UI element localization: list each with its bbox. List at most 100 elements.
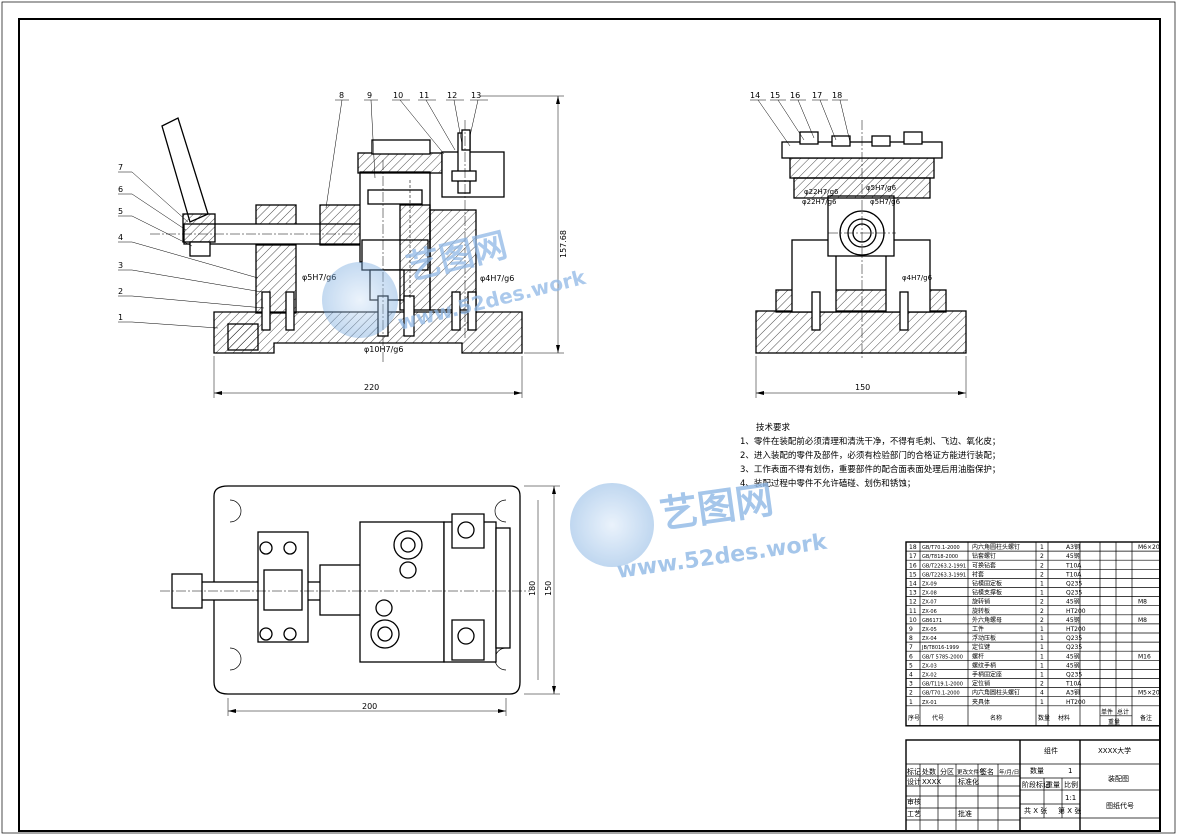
bom-material: Q235 — [1066, 672, 1082, 679]
fit-label: φ5H7/g6 — [870, 198, 901, 206]
tb-review: 审核 — [907, 797, 921, 806]
balloon-13: 13 — [471, 91, 481, 100]
bom-no: 4 — [909, 672, 913, 679]
front-balloons: 7 6 5 4 3 2 1 8 9 10 11 12 13 — [118, 91, 488, 329]
dim-front-width: 220 — [364, 383, 379, 392]
bom-material: Q235 — [1066, 581, 1082, 588]
bom-h-no: 序号 — [908, 714, 920, 722]
balloon-8: 8 — [339, 91, 344, 100]
bom-no: 15 — [909, 571, 917, 578]
bom-qty: 2 — [1040, 571, 1044, 578]
tech-req-line: 1、零件在装配前必须清理和清洗干净，不得有毛刺、飞边、氧化皮； — [740, 436, 1000, 447]
fit-label: φ22H7/g6 — [802, 198, 837, 206]
tb-count: 处数 — [922, 767, 936, 776]
bom-material: T10A — [1065, 562, 1082, 569]
bom-h-material: 材料 — [1058, 714, 1070, 722]
bom-h-total: 总计 — [1117, 708, 1129, 716]
bom-name: 浮动压板 — [972, 634, 996, 642]
bom-name: 钻套螺钉 — [972, 552, 996, 560]
bom-qty: 1 — [1040, 653, 1044, 660]
tb-type: 装配图 — [1108, 774, 1129, 783]
balloon-5: 5 — [118, 207, 123, 216]
balloon-16: 16 — [790, 91, 800, 100]
bom-code: GB/T2263.2-1991 — [922, 563, 966, 569]
tb-design: 设计 — [907, 777, 921, 786]
side-balloons: 14 15 16 17 18 — [750, 91, 851, 147]
bom-qty: 1 — [1040, 699, 1044, 706]
bom-material: HT200 — [1066, 699, 1086, 706]
technical-requirements: 技术要求 1、零件在装配前必须清理和清洗干净，不得有毛刺、飞边、氧化皮； 2、进… — [740, 422, 1000, 489]
balloon-17: 17 — [812, 91, 822, 100]
bom-h-name: 名称 — [990, 714, 1002, 722]
front-view — [150, 117, 523, 362]
tech-req-title: 技术要求 — [756, 422, 791, 433]
fit-label: φ22H7/g6 — [804, 188, 839, 196]
bom-note: M8 — [1138, 617, 1147, 624]
bom-qty: 1 — [1040, 590, 1044, 597]
tb-school: XXXX大学 — [1098, 746, 1131, 755]
bom-code: GB/T818-2000 — [922, 554, 958, 560]
dim-side-width: 150 — [855, 383, 870, 392]
watermark-brand: 艺图网 — [657, 477, 776, 536]
bom-qty: 1 — [1040, 581, 1044, 588]
bom-material: HT200 — [1066, 626, 1086, 633]
globe-icon — [322, 262, 398, 338]
bom-h-unit: 单件 — [1101, 708, 1113, 716]
tb-stage: 阶段标记 — [1022, 780, 1050, 789]
bom-qty: 2 — [1040, 562, 1044, 569]
bom-name: 螺杆 — [972, 652, 984, 660]
bom-code: ZX-07 — [922, 600, 937, 606]
bom-material: T10A — [1065, 681, 1082, 688]
bom-qty: 1 — [1040, 544, 1044, 551]
bom-name: 钻模支撑板 — [972, 589, 1002, 597]
tb-process: 工艺 — [907, 810, 921, 818]
balloon-9: 9 — [367, 91, 372, 100]
balloon-6: 6 — [118, 185, 123, 194]
tb-qty-label: 数量 — [1030, 766, 1044, 775]
bom-code: ZX-01 — [922, 700, 937, 706]
balloon-18: 18 — [832, 91, 842, 100]
bom-qty: 2 — [1040, 617, 1044, 624]
bom-name: 螺纹手柄 — [972, 661, 996, 669]
bom-qty: 1 — [1040, 635, 1044, 642]
bom-qty: 2 — [1040, 608, 1044, 615]
bom-name: 工件 — [972, 625, 984, 633]
bom-name: 定位键 — [972, 643, 990, 651]
fit-label: φ5H7/g6 — [866, 184, 897, 192]
tb-weight: 重量 — [1046, 781, 1060, 789]
bom-material: 45钢 — [1066, 661, 1080, 669]
fit-label: φ5H7/g6 — [302, 273, 336, 282]
bom-material: 45钢 — [1066, 652, 1080, 660]
balloon-10: 10 — [393, 91, 403, 100]
bom-no: 16 — [909, 562, 917, 569]
bom-code: ZX-02 — [922, 673, 937, 679]
bom-qty: 2 — [1040, 599, 1044, 606]
bom-name: 衬套 — [972, 570, 984, 578]
bom-name: 内六角圆柱头螺钉 — [972, 689, 1020, 697]
bom-code: GB/T 5785-2000 — [922, 654, 963, 660]
bom-material: 45钢 — [1066, 552, 1080, 560]
bom-material: HT200 — [1066, 608, 1086, 615]
bom-qty: 4 — [1040, 690, 1044, 697]
tb-zone: 分区 — [940, 767, 954, 776]
tb-change: 更改文件号 — [957, 768, 985, 776]
tb-std: 标准化 — [958, 777, 979, 786]
bom-no: 10 — [909, 617, 917, 624]
bom-h-weight: 重量 — [1108, 718, 1120, 726]
bom-h-code: 代号 — [932, 714, 944, 722]
tb-drawing-name: 组件 — [1044, 746, 1058, 755]
watermark-center: 艺图网 www.52des.work — [570, 477, 830, 584]
bom-qty: 1 — [1040, 644, 1044, 651]
